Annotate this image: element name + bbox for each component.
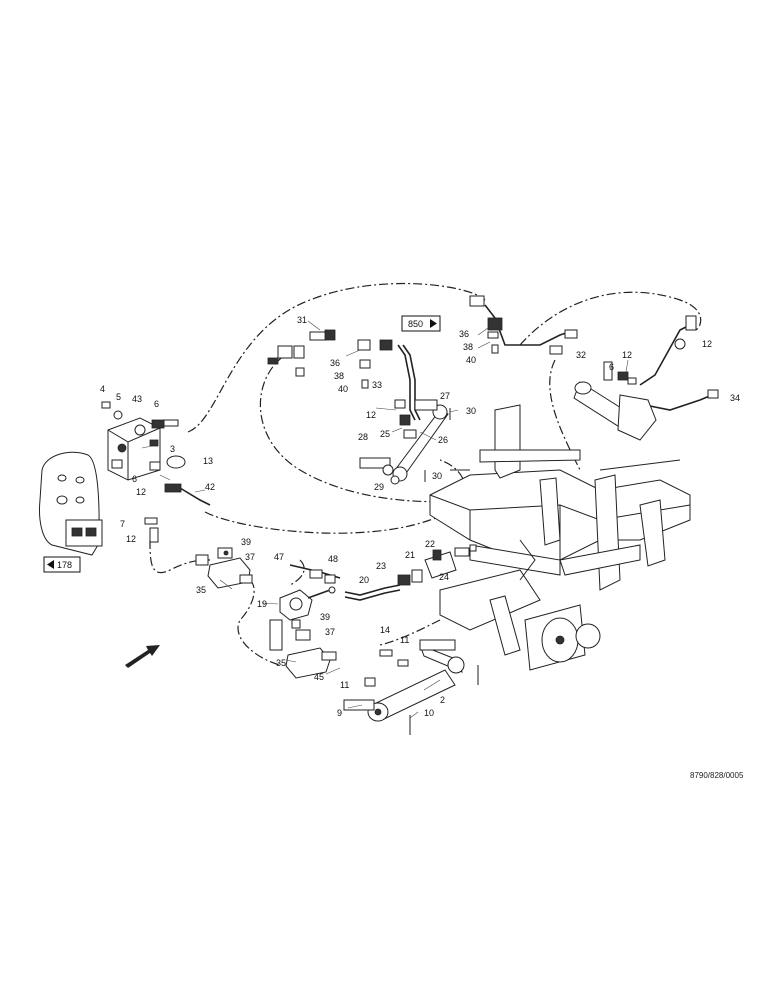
part-label-39: 39 bbox=[320, 612, 330, 622]
part-label-35: 35 bbox=[276, 658, 286, 668]
control-valve-block bbox=[107, 417, 161, 481]
part-label-2: 2 bbox=[440, 695, 445, 705]
part-label-7: 7 bbox=[120, 519, 125, 529]
part-label-4: 4 bbox=[100, 384, 105, 394]
center-top-fittings bbox=[267, 329, 417, 439]
part-label-26: 26 bbox=[438, 435, 448, 445]
part-label-32: 32 bbox=[576, 350, 586, 360]
part-label-28: 28 bbox=[358, 432, 368, 442]
part-label-13: 13 bbox=[203, 456, 213, 466]
arrow-left-icon bbox=[47, 560, 54, 569]
part-label-35: 35 bbox=[196, 585, 206, 595]
part-label-47: 47 bbox=[274, 552, 284, 562]
part-label-25: 25 bbox=[380, 429, 390, 439]
part-label-29: 29 bbox=[374, 482, 384, 492]
machine-frame bbox=[429, 404, 691, 671]
part-label-24: 24 bbox=[439, 572, 449, 582]
part-label-12: 12 bbox=[622, 350, 632, 360]
part-label-9: 9 bbox=[337, 708, 342, 718]
part-label-33: 33 bbox=[372, 380, 382, 390]
part-label-5: 5 bbox=[116, 392, 121, 402]
pump-housing bbox=[39, 451, 103, 556]
lift-link-arm bbox=[359, 399, 451, 485]
left-fittings bbox=[101, 401, 186, 543]
right-cylinder bbox=[573, 361, 657, 441]
hydraulic-hose-lines bbox=[149, 282, 702, 666]
ref-box-850[interactable]: 850 bbox=[401, 315, 441, 332]
part-label-22: 22 bbox=[425, 539, 435, 549]
part-number-labels: 4 5 43 6 3 13 6 12 42 7 12 31 36 38 40 3… bbox=[100, 315, 740, 718]
part-label-37: 37 bbox=[325, 627, 335, 637]
ref-850-text: 850 bbox=[408, 319, 423, 329]
ref-178-text: 178 bbox=[57, 560, 72, 570]
arrow-right-icon bbox=[430, 319, 437, 328]
part-label-38: 38 bbox=[334, 371, 344, 381]
upper-right-fittings bbox=[469, 295, 719, 399]
part-label-21: 21 bbox=[405, 550, 415, 560]
part-label-3: 3 bbox=[170, 444, 175, 454]
part-label-30: 30 bbox=[466, 406, 476, 416]
part-label-27: 27 bbox=[440, 391, 450, 401]
part-label-42: 42 bbox=[205, 482, 215, 492]
part-label-38: 38 bbox=[463, 342, 473, 352]
part-label-6: 6 bbox=[154, 399, 159, 409]
direction-arrow bbox=[125, 645, 160, 668]
part-label-40: 40 bbox=[466, 355, 476, 365]
part-label-6: 6 bbox=[609, 362, 614, 372]
part-label-23: 23 bbox=[376, 561, 386, 571]
part-label-40: 40 bbox=[338, 384, 348, 394]
ref-box-178[interactable]: 178 bbox=[43, 556, 81, 573]
part-label-34: 34 bbox=[730, 393, 740, 403]
part-label-12: 12 bbox=[366, 410, 376, 420]
part-label-39: 39 bbox=[241, 537, 251, 547]
part-label-43: 43 bbox=[132, 394, 142, 404]
main-lift-cylinder bbox=[343, 639, 479, 735]
part-label-30: 30 bbox=[432, 471, 442, 481]
part-label-11: 11 bbox=[340, 680, 349, 690]
part-label-45: 45 bbox=[314, 672, 324, 682]
part-label-20: 20 bbox=[359, 575, 369, 585]
part-label-14: 14 bbox=[380, 625, 390, 635]
part-label-11: 11 bbox=[400, 635, 409, 645]
part-label-6: 6 bbox=[132, 474, 137, 484]
part-label-12: 12 bbox=[702, 339, 712, 349]
part-label-12: 12 bbox=[126, 534, 136, 544]
part-label-19: 19 bbox=[257, 599, 267, 609]
part-label-36: 36 bbox=[459, 329, 469, 339]
part-label-36: 36 bbox=[330, 358, 340, 368]
leader-lines bbox=[141, 320, 629, 719]
part-label-31: 31 bbox=[297, 315, 307, 325]
part-label-37: 37 bbox=[245, 552, 255, 562]
drawing-number: 8790/828/0005 bbox=[690, 771, 744, 780]
part-label-10: 10 bbox=[424, 708, 434, 718]
part-label-48: 48 bbox=[328, 554, 338, 564]
part-label-12: 12 bbox=[136, 487, 146, 497]
solid-hoses bbox=[179, 304, 713, 601]
middle-valve-group bbox=[195, 544, 477, 679]
